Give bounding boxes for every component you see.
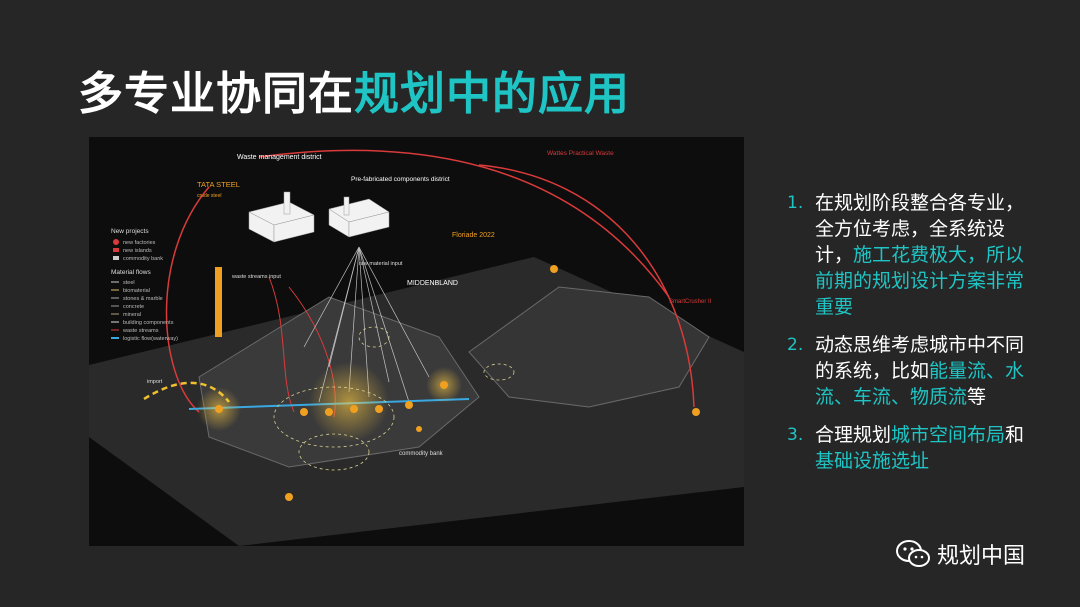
label-floriade: Floriade 2022 bbox=[452, 232, 495, 239]
list-number: 2. bbox=[787, 335, 804, 355]
wechat-icon bbox=[896, 540, 930, 567]
label-prefab: Pre-fabricated components district bbox=[351, 176, 450, 183]
list-number: 1. bbox=[787, 193, 804, 213]
red-flow-arc bbox=[258, 149, 670, 298]
svg-text:biomaterial: biomaterial bbox=[123, 288, 150, 294]
label-commodity-bank: commodity bank bbox=[399, 451, 444, 457]
brand-name: 规划中国 bbox=[937, 544, 1026, 569]
list-item: 2. 动态思维考虑城市中不同的系统，比如能量流、水流、车流、物质流等 bbox=[787, 332, 1027, 410]
list-text: 在规划阶段整合各专业，全方位考虑，全系统设计，施工花费极大，所以前期的规划设计方… bbox=[815, 192, 1025, 318]
footer-brand: 规划中国 bbox=[895, 538, 1025, 570]
svg-text:building components: building components bbox=[123, 320, 174, 326]
label-tata-steel: TATA STEEL bbox=[197, 180, 240, 189]
red-flow-arc bbox=[268, 276, 295, 413]
svg-text:waste streams: waste streams bbox=[122, 328, 159, 334]
label-raw-input: raw material input bbox=[359, 261, 403, 267]
svg-text:New projects: New projects bbox=[111, 228, 149, 235]
list-number: 3. bbox=[787, 425, 804, 445]
label-crude-steel: crude steel bbox=[197, 193, 221, 199]
dashed-rings bbox=[273, 326, 515, 471]
hub-glow bbox=[309, 362, 389, 442]
factory-buildings bbox=[248, 191, 390, 243]
list-item: 3. 合理规划城市空间布局和基础设施选址 bbox=[787, 422, 1027, 474]
planning-map-illustration: New projects new factories new islands c… bbox=[89, 149, 744, 546]
list-text: 合理规划城市空间布局和基础设施选址 bbox=[815, 424, 1025, 472]
red-flow-arc bbox=[165, 186, 210, 413]
list-text: 动态思维考虑城市中不同的系统，比如能量流、水流、车流、物质流等 bbox=[815, 334, 1025, 408]
svg-text:new factories: new factories bbox=[123, 240, 156, 246]
label-practical-waste: Wattes Practical Waste bbox=[547, 150, 614, 157]
svg-text:concrete: concrete bbox=[123, 304, 144, 310]
svg-text:Material flows: Material flows bbox=[111, 269, 151, 276]
svg-text:new islands: new islands bbox=[123, 248, 152, 254]
title-part-white: 多专业协同在 bbox=[78, 67, 355, 120]
planning-map-image: New projects new factories new islands c… bbox=[89, 137, 744, 546]
label-waste-management: Waste management district bbox=[237, 154, 322, 161]
orange-tower bbox=[215, 267, 222, 337]
city-district-shape-east bbox=[468, 286, 710, 408]
list-item: 1. 在规划阶段整合各专业，全方位考虑，全系统设计，施工花费极大，所以前期的规划… bbox=[787, 190, 1027, 320]
title-part-accent: 规划中的应用 bbox=[354, 67, 631, 120]
svg-text:logistic flow(waterway): logistic flow(waterway) bbox=[123, 336, 178, 342]
map-legend: New projects new factories new islands c… bbox=[111, 228, 178, 342]
svg-text:mineral: mineral bbox=[123, 312, 141, 318]
label-waste-input: waste streams input bbox=[231, 274, 281, 280]
page-title: 多专业协同在规划中的应用 bbox=[78, 64, 630, 124]
label-smartcrusher: SmartCrusher II bbox=[669, 299, 712, 305]
label-middenbland: MIDDENBLAND bbox=[407, 280, 458, 287]
red-flow-arc bbox=[478, 164, 695, 408]
hub-dots bbox=[215, 265, 700, 501]
key-points-list: 1. 在规划阶段整合各专业，全方位考虑，全系统设计，施工花费极大，所以前期的规划… bbox=[787, 190, 1027, 486]
svg-text:steel: steel bbox=[123, 280, 135, 286]
label-import: import bbox=[147, 379, 163, 385]
svg-text:stones & marble: stones & marble bbox=[123, 296, 163, 302]
svg-text:commodity bank: commodity bank bbox=[123, 256, 163, 262]
